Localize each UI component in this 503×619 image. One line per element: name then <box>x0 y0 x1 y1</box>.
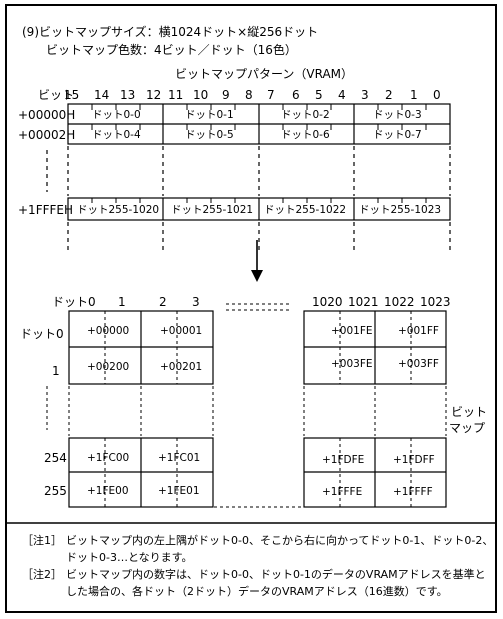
vram-cell: ドット255-1021 <box>171 204 254 216</box>
grid-col: 1023 <box>420 295 451 309</box>
note-1-line-2: ドット0-3…となります。 <box>66 551 193 564</box>
bit-12: 12 <box>146 88 162 102</box>
grid-col: 1022 <box>384 295 415 309</box>
vram-cell: ドット255-1023 <box>359 204 442 216</box>
vram-cell: ドット0-2 <box>281 109 330 121</box>
note-1-line-1: ビットマップ内の左上隅がドット0-0、そこから右に向かってドット0-1、ドット0… <box>66 534 494 547</box>
side-label-bit: ビット <box>451 405 488 419</box>
grid-cell: +1FC00 <box>87 452 130 464</box>
bit-2: 2 <box>385 88 393 102</box>
bit-5: 5 <box>315 88 323 102</box>
down-arrow-icon <box>251 240 263 282</box>
bit-4: 4 <box>338 88 346 102</box>
bit-8: 8 <box>245 88 253 102</box>
grid-cell: +003FF <box>398 358 439 370</box>
grid-row: 1 <box>52 364 60 378</box>
bit-6: 6 <box>292 88 300 102</box>
grid-cell: +1FDFF <box>393 454 435 466</box>
note-2-line-1: ビットマップ内の数字は、ドット0-0、ドット0-1のデータのVRAMアドレスを基… <box>66 568 486 581</box>
grid-col: 1020 <box>312 295 343 309</box>
vram-cell: ドット255-1022 <box>264 204 347 216</box>
grid-cell: +1FE00 <box>87 485 129 497</box>
grid-cell: +1FC01 <box>158 452 201 464</box>
grid-cell: +1FE01 <box>158 485 200 497</box>
bit-13: 13 <box>120 88 136 102</box>
vram-addr-2: +1FFFEH <box>18 203 74 217</box>
vram-addr-0: +00000H <box>18 108 76 122</box>
grid-col-label: ドット0 <box>52 295 96 309</box>
bit-15: 15 <box>64 88 80 102</box>
side-label-map: マップ <box>449 421 486 435</box>
grid-row: 254 <box>44 451 67 465</box>
bit-7: 7 <box>267 88 275 102</box>
grid-col: 2 <box>159 295 167 309</box>
vram-cell: ドット0-7 <box>373 129 422 141</box>
vram-cell: ドット0-3 <box>373 109 422 121</box>
grid-col: 1021 <box>348 295 379 309</box>
vram-cell: ドット0-1 <box>185 109 234 121</box>
figure-frame <box>5 4 497 613</box>
grid-row: 255 <box>44 484 67 498</box>
bit-14: 14 <box>94 88 110 102</box>
bit-label: ビット <box>38 88 75 102</box>
grid-cell: +00001 <box>160 325 203 337</box>
bit-3: 3 <box>361 88 369 102</box>
header-colors: ビットマップ色数：4ビット／ドット（16色） <box>46 43 297 57</box>
grid-cell: +001FF <box>398 325 439 337</box>
grid-col: 1 <box>118 295 126 309</box>
vram-cell: ドット0-5 <box>185 129 234 141</box>
bit-0: 0 <box>433 88 441 102</box>
grid-cell: +1FFFF <box>393 486 433 498</box>
grid-cell: +003FE <box>331 358 373 370</box>
note-2-line-2: した場合の、各ドット（2ドット）データのVRAMアドレス（16進数）です。 <box>66 585 448 598</box>
grid-cell: +1FDFE <box>322 454 365 466</box>
grid-cell: +001FE <box>331 325 373 337</box>
vram-cell: ドット0-4 <box>92 129 141 141</box>
bit-9: 9 <box>222 88 230 102</box>
grid-row: ドット0 <box>20 327 64 341</box>
grid-cell: +00201 <box>160 361 203 373</box>
bit-11: 11 <box>168 88 184 102</box>
vram-cell: ドット0-6 <box>281 129 330 141</box>
vram-cell: ドット0-0 <box>92 109 141 121</box>
grid-col: 3 <box>192 295 200 309</box>
bit-10: 10 <box>193 88 209 102</box>
grid-cell: +00000 <box>87 325 130 337</box>
bit-1: 1 <box>410 88 418 102</box>
note-1-tag: ［注1］ <box>22 534 62 547</box>
note-2-tag: ［注2］ <box>22 568 62 581</box>
header-size: (9)ビットマップサイズ：横1024ドット×縦256ドット <box>22 25 319 39</box>
grid-cell: +1FFFE <box>322 486 363 498</box>
vram-cell: ドット255-1020 <box>77 204 160 216</box>
grid-cell: +00200 <box>87 361 130 373</box>
vram-title: ビットマップパターン（VRAM） <box>175 67 354 81</box>
vram-addr-1: +00002H <box>18 128 76 142</box>
